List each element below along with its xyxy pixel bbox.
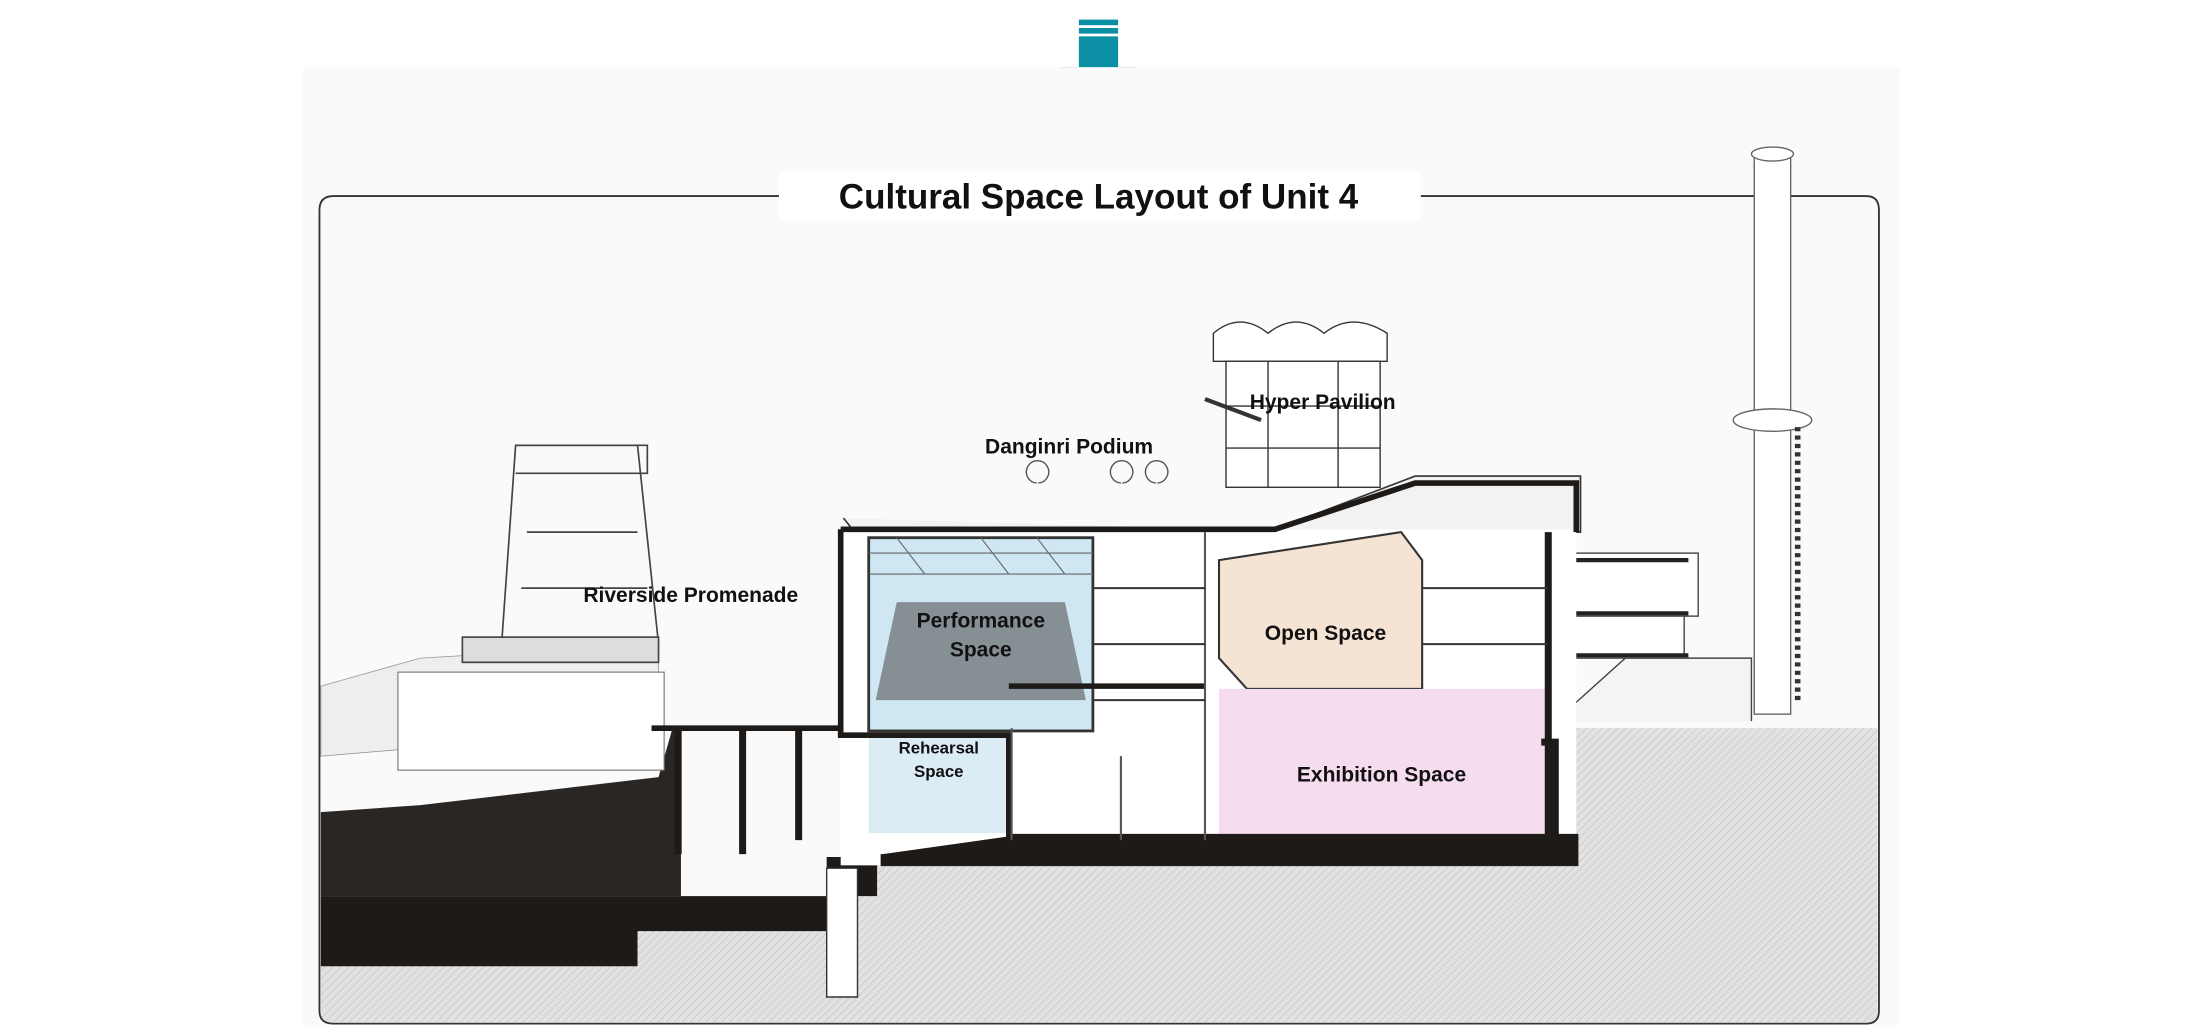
title-backdrop (779, 170, 1421, 222)
right-terraces (1554, 552, 1753, 722)
label-hyper-pavilion: Hyper Pavilion (1250, 391, 1396, 414)
label-danginri-podium: Danginri Podium (985, 436, 1153, 459)
open-space-area (1217, 530, 1424, 690)
exhibition-space-area (1218, 688, 1549, 836)
left-plinth (397, 671, 665, 771)
hyper-pavilion-structure (1204, 321, 1388, 488)
left-terrain-lower (320, 856, 878, 967)
left-terrain (320, 728, 681, 897)
page-title: Cultural Space Layout of Unit 4 (839, 178, 1359, 217)
gantry-crane (461, 444, 660, 664)
frame (318, 195, 1880, 1025)
building-section (651, 480, 1580, 998)
label-rehearsal-space-line2: Space (914, 762, 964, 781)
label-open-space: Open Space (1265, 622, 1386, 645)
label-riverside-promenade: Riverside Promenade (583, 584, 798, 607)
rehearsal-space-area (868, 735, 1009, 834)
ground (320, 728, 1878, 1023)
trees (1025, 460, 1169, 484)
label-performance-space-line2: Space (950, 639, 1012, 662)
label-rehearsal-space-line1: Rehearsal (899, 738, 979, 757)
label-performance-space-line1: Performance (917, 609, 1045, 632)
label-exhibition-space: Exhibition Space (1297, 763, 1466, 786)
chimney (1732, 146, 1813, 715)
